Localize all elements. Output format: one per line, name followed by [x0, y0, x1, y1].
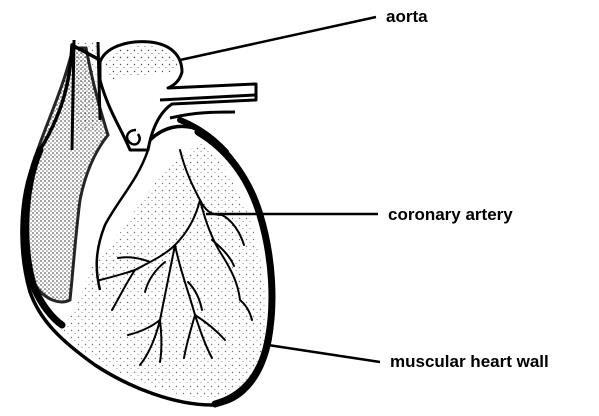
wall-pointer-line — [268, 345, 380, 362]
muscular-heart-wall-label: muscular heart wall — [390, 352, 549, 372]
aorta-pointer-line — [180, 17, 376, 60]
aorta-label: aorta — [386, 7, 428, 27]
coronary-artery-label: coronary artery — [388, 205, 513, 225]
